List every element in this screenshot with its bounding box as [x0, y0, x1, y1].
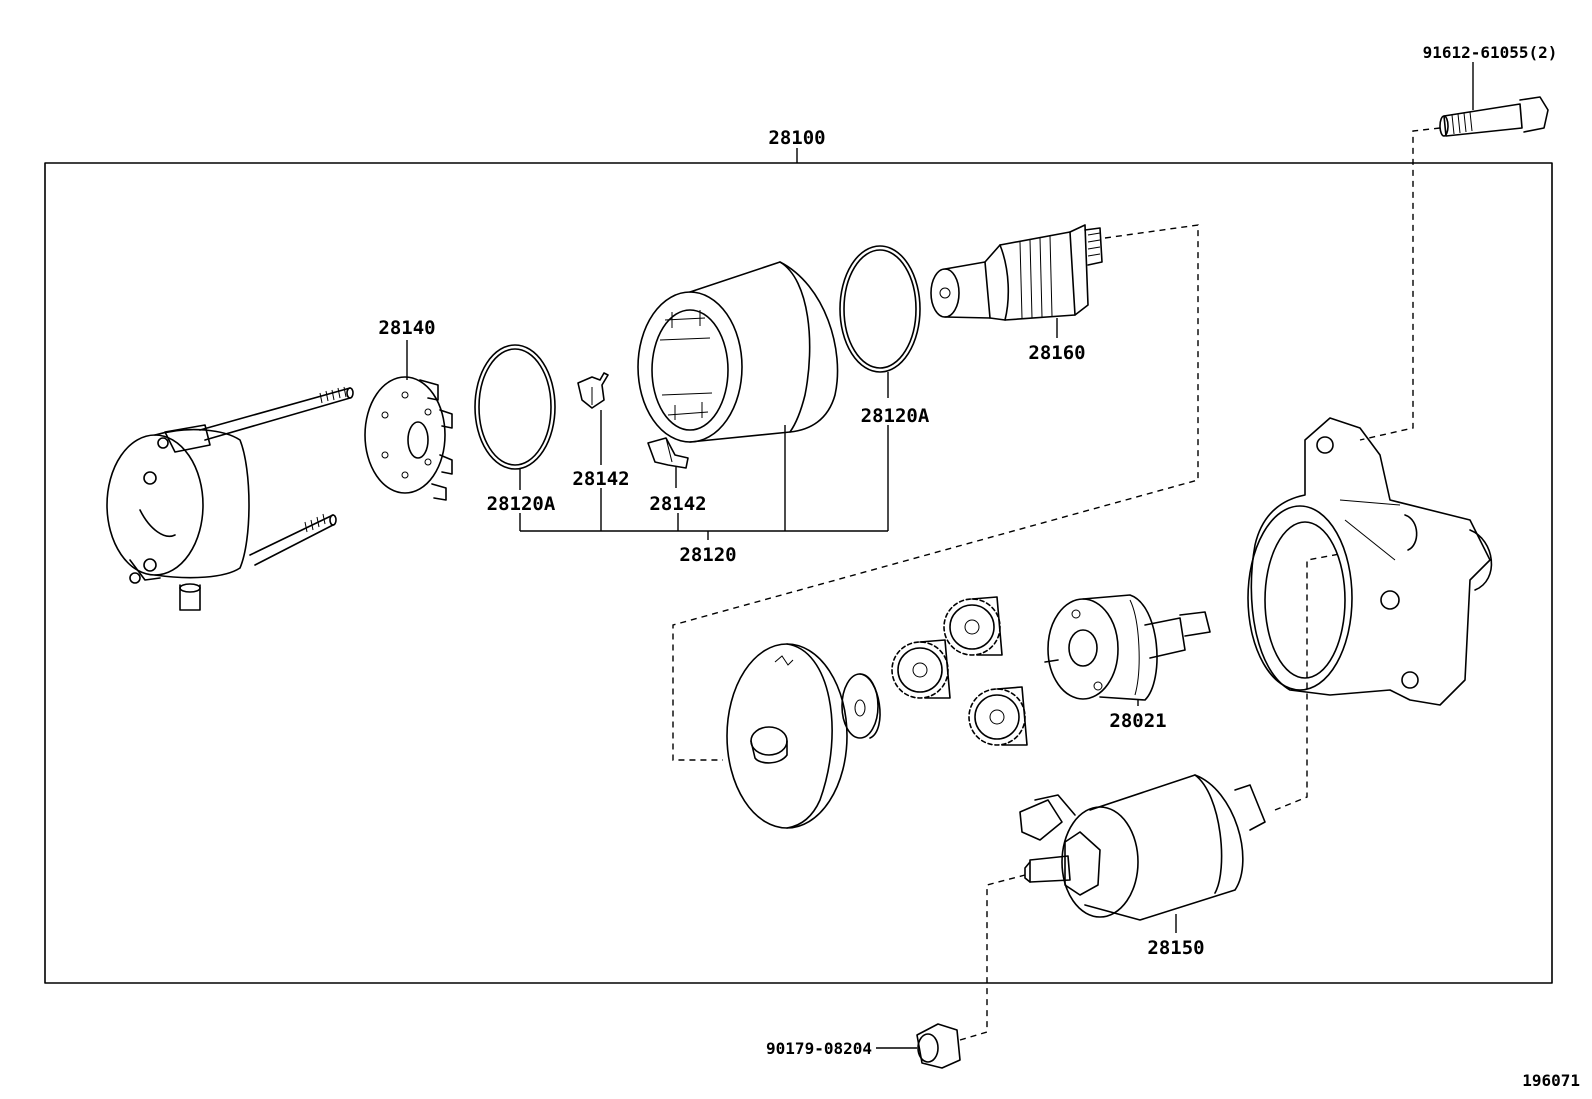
label-28160[interactable]: 28160 [1028, 342, 1085, 364]
dashed-armature-line [672, 224, 1199, 761]
planet-gear-2-drawing [943, 596, 1003, 656]
label-28120A-right[interactable]: 28120A [861, 405, 930, 427]
o-ring-left-drawing [474, 344, 556, 470]
clip-top-drawing [577, 372, 609, 409]
dashed-bolt-line [1359, 127, 1441, 441]
label-28120[interactable]: 28120 [679, 544, 736, 566]
label-bolt[interactable]: 91612-61055(2) [1423, 43, 1558, 62]
label-28142-top[interactable]: 28142 [572, 468, 629, 490]
planet-gear-3-drawing [968, 686, 1028, 746]
label-28150[interactable]: 28150 [1147, 937, 1204, 959]
label-28120A-left[interactable]: 28120A [487, 493, 556, 515]
clip-bottom-drawing [647, 437, 689, 469]
clutch-drawing [1044, 594, 1211, 701]
washer-drawing [841, 673, 881, 739]
end-frame-drawing [106, 386, 354, 611]
bolt-drawing [1439, 96, 1549, 137]
figure-number: 196071 [1522, 1071, 1580, 1090]
planet-gear-1-drawing [891, 639, 951, 699]
bracket-28120 [519, 425, 889, 540]
drive-housing-drawing [1247, 417, 1493, 706]
yoke-drawing [637, 261, 839, 443]
dashed-nut-line [959, 874, 1026, 1041]
label-28100[interactable]: 28100 [768, 127, 825, 149]
o-ring-right-drawing [839, 245, 921, 373]
nut-drawing [916, 1023, 961, 1069]
label-nut[interactable]: 90179-08204 [766, 1039, 872, 1058]
solenoid-drawing [1019, 774, 1266, 921]
brush-holder-drawing [364, 376, 453, 501]
label-28021[interactable]: 28021 [1109, 710, 1166, 732]
assembly-frame [44, 162, 1553, 984]
armature-drawing [930, 224, 1103, 321]
drive-cover-drawing [726, 643, 848, 829]
label-28140[interactable]: 28140 [378, 317, 435, 339]
label-28142-bottom[interactable]: 28142 [649, 493, 706, 515]
dashed-solenoid-line [1274, 553, 1341, 811]
